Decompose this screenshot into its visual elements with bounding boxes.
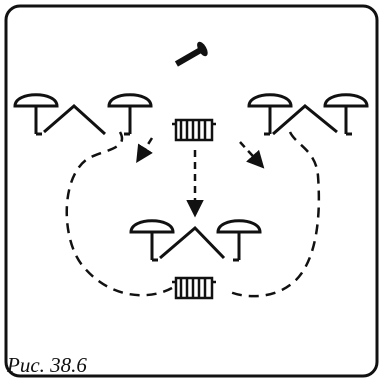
figure-caption: Рис. 38.6 [7,353,87,377]
figure-border [4,4,379,378]
arrow-to-right [239,141,265,169]
player-group-right [247,93,369,136]
player-group-left [13,93,153,136]
run-path-left [65,131,173,297]
whistle-icon [174,41,208,67]
player-group-bottom [129,219,262,262]
arrow-to-left [136,137,154,163]
spring-top [170,118,218,142]
run-path-right [225,131,321,298]
spring-bottom [170,276,218,300]
